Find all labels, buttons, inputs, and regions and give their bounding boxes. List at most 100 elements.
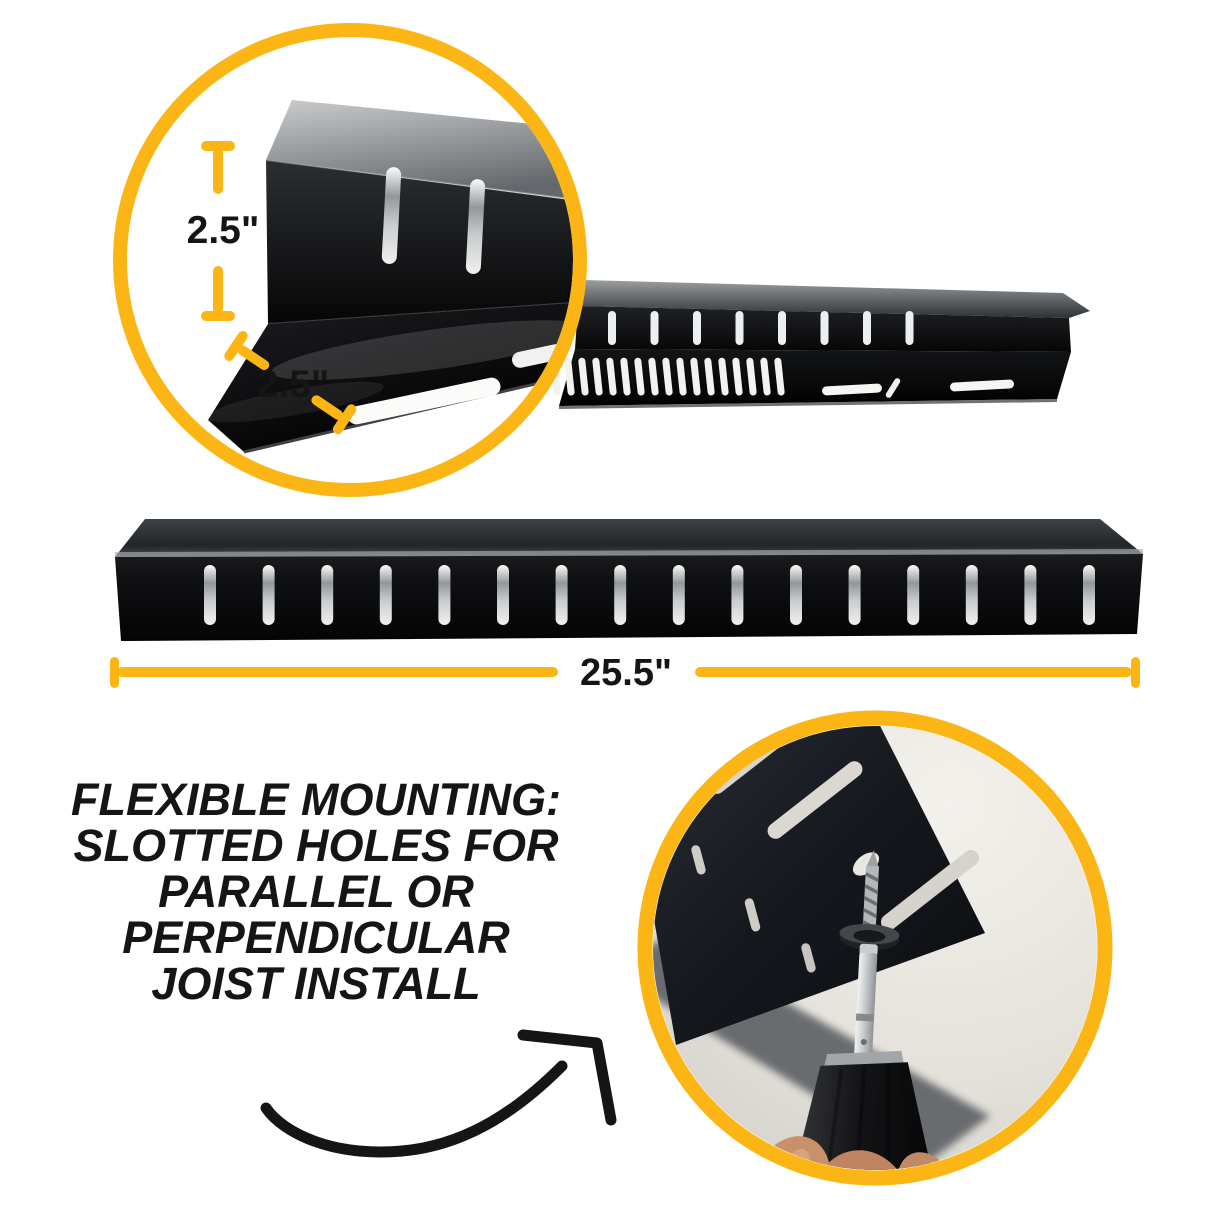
arrow-shaft bbox=[260, 1060, 568, 1158]
slot bbox=[1083, 565, 1095, 625]
height-dimension-marker bbox=[201, 141, 235, 321]
slot bbox=[718, 357, 729, 396]
angled-rail-small-slot bbox=[885, 378, 901, 398]
front-rail-photo bbox=[115, 519, 1143, 641]
angled-rail-front-edge bbox=[559, 399, 1057, 409]
feature-note-line: FLEXIBLE MOUNTING: bbox=[71, 774, 561, 825]
detail-circle bbox=[113, 23, 587, 497]
detail-flange-sheen bbox=[271, 320, 573, 380]
slot bbox=[578, 357, 589, 396]
slot bbox=[965, 565, 978, 625]
slot bbox=[731, 565, 744, 625]
angled-rail-flange bbox=[559, 349, 1071, 406]
install-circle bbox=[637, 710, 1113, 1186]
feature-note: FLEXIBLE MOUNTING: SLOTTED HOLES FOR PAR… bbox=[12, 777, 620, 1007]
bracket-flange-underside bbox=[653, 726, 985, 1045]
dimension-end-cap bbox=[110, 657, 119, 688]
washer-center bbox=[853, 930, 886, 943]
install-photo bbox=[653, 726, 1097, 1170]
slot bbox=[905, 311, 914, 345]
height-dimension-label: 2.5" bbox=[186, 209, 260, 252]
slot bbox=[820, 311, 829, 345]
screw-threads bbox=[862, 872, 880, 930]
depth-dimension-label: 2.5" bbox=[256, 363, 330, 406]
slot bbox=[620, 357, 631, 396]
slot bbox=[1024, 565, 1037, 625]
arrow-head bbox=[517, 1029, 617, 1126]
bit-joint bbox=[855, 1013, 875, 1022]
slot bbox=[704, 357, 715, 396]
slot bbox=[848, 565, 861, 625]
slot bbox=[760, 357, 771, 396]
slot bbox=[438, 565, 451, 625]
install-short-slot bbox=[744, 898, 761, 932]
dimension-segment bbox=[117, 667, 558, 677]
detail-web-slot bbox=[465, 179, 486, 274]
slot bbox=[676, 357, 687, 396]
slot bbox=[693, 311, 701, 345]
length-dimension-line bbox=[110, 657, 1140, 688]
angled-rail-flange-slots bbox=[550, 357, 785, 396]
slot bbox=[648, 357, 659, 396]
depth-dimension-marker bbox=[224, 331, 357, 435]
detail-web-slot bbox=[381, 167, 402, 264]
slot bbox=[497, 565, 509, 625]
detail-bracket-top-face bbox=[266, 100, 573, 200]
slot bbox=[746, 357, 757, 396]
detail-flange-sheen bbox=[206, 381, 384, 423]
slot bbox=[321, 565, 334, 625]
detail-circle-ring bbox=[113, 23, 587, 497]
slot bbox=[790, 565, 802, 625]
angled-rail-photo bbox=[550, 280, 1090, 409]
slot bbox=[778, 311, 786, 345]
front-rail-slots bbox=[204, 565, 1095, 625]
dimension-end-cap bbox=[1131, 657, 1140, 688]
install-short-slot bbox=[801, 943, 816, 973]
slot bbox=[650, 311, 659, 345]
slot bbox=[379, 565, 392, 625]
detail-bracket-flange bbox=[208, 302, 573, 452]
dimension-segment bbox=[695, 667, 1132, 677]
slot bbox=[732, 357, 743, 396]
slot bbox=[204, 565, 216, 625]
bit-hole bbox=[860, 1038, 867, 1045]
slot bbox=[672, 565, 685, 625]
slot bbox=[262, 565, 275, 625]
install-short-slot bbox=[691, 845, 706, 875]
driver-bit bbox=[853, 952, 878, 1066]
install-long-slot bbox=[767, 761, 863, 839]
slot bbox=[555, 565, 568, 625]
install-circle-ring bbox=[637, 710, 1113, 1186]
detail-photo bbox=[206, 100, 573, 454]
slot bbox=[608, 311, 616, 345]
angled-rail-top-face bbox=[578, 280, 1090, 318]
slot bbox=[564, 357, 575, 396]
feature-note-line: PARALLEL OR bbox=[158, 866, 474, 917]
slot bbox=[614, 565, 627, 625]
detail-bracket-top-edge bbox=[265, 159, 573, 201]
angled-rail-web-slots bbox=[608, 311, 914, 345]
screw-tip bbox=[865, 850, 879, 869]
slot bbox=[606, 357, 617, 396]
slot bbox=[634, 357, 645, 396]
feature-note-line: SLOTTED HOLES FOR bbox=[73, 820, 559, 871]
slot bbox=[907, 565, 920, 625]
length-dimension-label: 25.5" bbox=[580, 652, 672, 694]
detail-flange-slot bbox=[347, 377, 501, 425]
detail-bracket-web bbox=[266, 160, 573, 324]
curved-arrow-icon bbox=[260, 1029, 617, 1158]
slot bbox=[592, 357, 603, 396]
feature-note-line: JOIST INSTALL bbox=[151, 958, 481, 1009]
slot bbox=[774, 357, 785, 396]
front-rail-top-face bbox=[115, 519, 1143, 557]
angled-rail-long-slot bbox=[950, 379, 1014, 392]
feature-note-line: PERPENDICULAR bbox=[122, 912, 510, 963]
angled-rail-long-slot bbox=[822, 383, 882, 396]
slot bbox=[662, 357, 673, 396]
slot bbox=[690, 357, 701, 396]
install-long-slot bbox=[881, 849, 979, 931]
slot bbox=[863, 311, 871, 345]
front-rail-front-face bbox=[115, 554, 1143, 641]
